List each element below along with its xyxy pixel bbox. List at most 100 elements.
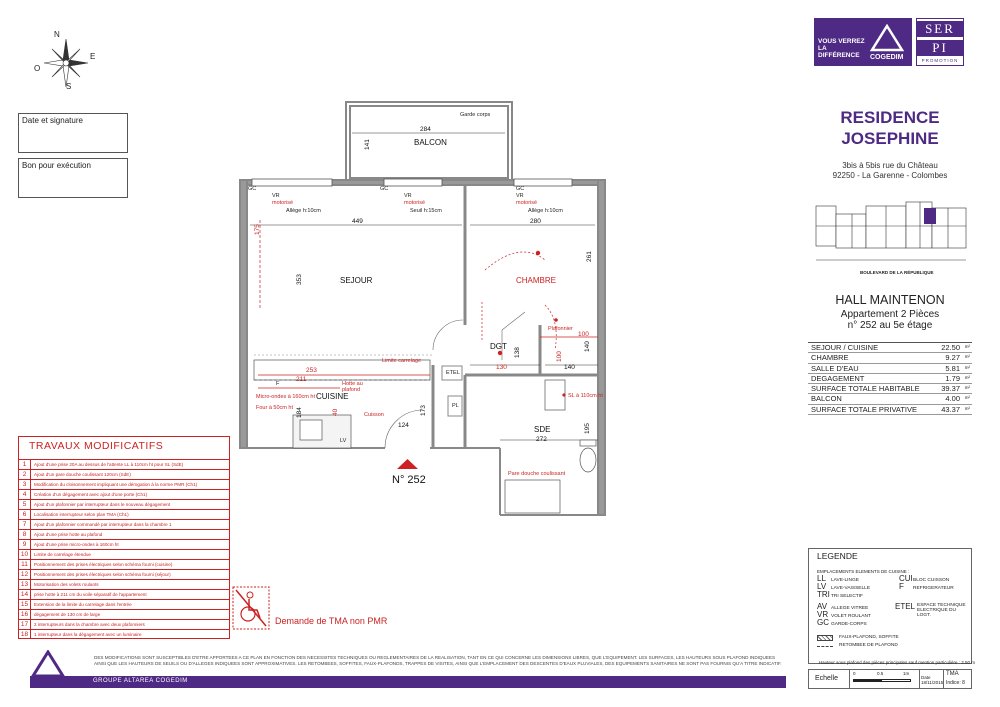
- allege-label-2: Allège h:10cm: [528, 208, 563, 214]
- travaux-number: 11: [19, 560, 31, 569]
- cogedim-brand: COGEDIM: [870, 54, 904, 61]
- scale-05: 0.5: [877, 671, 884, 676]
- travaux-number: 14: [19, 590, 31, 599]
- travaux-number: 10: [19, 550, 31, 559]
- bon-execution-label: Bon pour exécution: [22, 161, 91, 170]
- legend-subtitle: EMPLACEMENTS ELEMENTS DE CUISINE :: [817, 569, 910, 574]
- dim-124: 124: [398, 422, 409, 429]
- scale-1: 1m: [903, 671, 910, 676]
- cuisine-room-label: CUISINE: [316, 392, 349, 401]
- dim-195: 195: [584, 423, 591, 434]
- apartment-type: Appartement 2 Pièces: [840, 309, 940, 320]
- serpi-promo: PROMOTION: [921, 58, 959, 63]
- travaux-description: 2 interrupteurs dans la chambre avec deu…: [34, 622, 145, 627]
- cuisson-label: Cuisson: [364, 412, 384, 418]
- travaux-number: 2: [19, 470, 31, 479]
- dim-184: 184: [296, 407, 303, 418]
- travaux-description: Localisation interrupteur selon plan TMA…: [34, 512, 129, 517]
- wheelchair-crossed-icon: [232, 586, 270, 630]
- travaux-number: 9: [19, 540, 31, 549]
- gc-label-2: GC: [380, 186, 389, 192]
- surface-value: 5.81: [945, 363, 960, 373]
- travaux-description: prise hotte à 211 cm du voile séparatif …: [34, 592, 147, 597]
- hall-name: HALL MAINTENON: [835, 293, 945, 307]
- dim-211: 211: [296, 376, 307, 383]
- travaux-description: Création d'un dégagement avec ajout d'un…: [34, 492, 148, 497]
- surface-label: SEJOUR / CUISINE: [811, 343, 879, 352]
- sejour-width-dim: 449: [352, 218, 363, 225]
- hotte-label: Hotte au plafond: [342, 381, 363, 393]
- altarea-logo-icon: [30, 650, 66, 678]
- motorise-label-3: motorisé: [516, 200, 538, 206]
- retombee-swatch: [817, 646, 833, 647]
- echelle-label: Echelle: [815, 675, 838, 682]
- bon-execution-box[interactable]: Bon pour exécution: [18, 158, 128, 198]
- surface-unit: m²: [964, 374, 970, 380]
- surface-label: SURFACE TOTALE PRIVATIVE: [811, 404, 917, 414]
- travaux-title: TRAVAUX MODIFICATIFS: [29, 440, 164, 452]
- travaux-number: 17: [19, 620, 31, 629]
- travaux-number: 3: [19, 480, 31, 489]
- compass-west-label: O: [34, 64, 41, 73]
- travaux-number: 18: [19, 630, 31, 639]
- pl-label: PL: [452, 403, 459, 409]
- motorise-label-2: motorisé: [404, 200, 426, 206]
- group-footer-bar: GROUPE ALTAREA COGEDIM: [30, 676, 786, 688]
- date-signature-label: Date et signature: [22, 116, 83, 125]
- footer-tma: TMA: [946, 671, 959, 677]
- surface-unit: m²: [964, 385, 970, 391]
- travaux-number: 13: [19, 580, 31, 589]
- gc-label-3: GC: [516, 186, 525, 192]
- surface-unit: m²: [964, 395, 970, 401]
- travaux-description: Ajout d'une prise micro-ondes à 160cm ht: [34, 542, 119, 547]
- travaux-number: 15: [19, 600, 31, 609]
- travaux-description: Motorisation des volets roulants: [34, 582, 99, 587]
- tma-request-label: Demande de TMA non PMR: [275, 616, 388, 626]
- dim-173: 173: [420, 405, 427, 416]
- floor-plan: [239, 101, 606, 516]
- travaux-description: 1 interrupteur dans la dégagement avec u…: [34, 632, 142, 637]
- chambre-width-dim: 280: [530, 218, 541, 225]
- surface-value: 4.00: [945, 394, 960, 404]
- cogedim-slogan: VOUS VERREZ LA DIFFÉRENCE: [818, 38, 865, 59]
- dim-100b: 100: [556, 351, 563, 362]
- balcon-depth-dim: 141: [364, 139, 371, 150]
- travaux-number: 4: [19, 490, 31, 499]
- surface-label: DEGAGEMENT: [811, 373, 865, 383]
- surface-unit: m²: [964, 344, 970, 349]
- f-label: F: [276, 381, 280, 387]
- travaux-description: Ajout d'un pare douche coulissant 120cm …: [34, 472, 131, 477]
- residence-title-line1: RESIDENCE: [840, 108, 940, 127]
- group-name: GROUPE ALTAREA COGEDIM: [93, 678, 188, 684]
- dgt-height-dim: 138: [514, 347, 521, 358]
- surface-value: 22.50: [941, 343, 960, 352]
- compass-rose-icon: [43, 38, 89, 88]
- scale-0: 0: [853, 671, 856, 676]
- date-signature-box[interactable]: Date et signature: [18, 113, 128, 153]
- surface-label: CHAMBRE: [811, 353, 849, 363]
- surface-value: 43.37: [941, 404, 960, 414]
- garde-corps-label: Garde corps: [460, 112, 491, 118]
- disclaimer-text: DES MODIFICATIONS SONT SUSCEPTIBLES D'ET…: [94, 655, 782, 666]
- plafonnier-label: Plafonnier: [548, 326, 573, 332]
- allege-label-1: Allège h:10cm: [286, 208, 321, 214]
- surface-unit: m²: [964, 405, 970, 411]
- surface-row: SURFACE TOTALE PRIVATIVE 43.37 m²: [808, 404, 972, 416]
- footer-indice: Indice: 8: [946, 680, 965, 686]
